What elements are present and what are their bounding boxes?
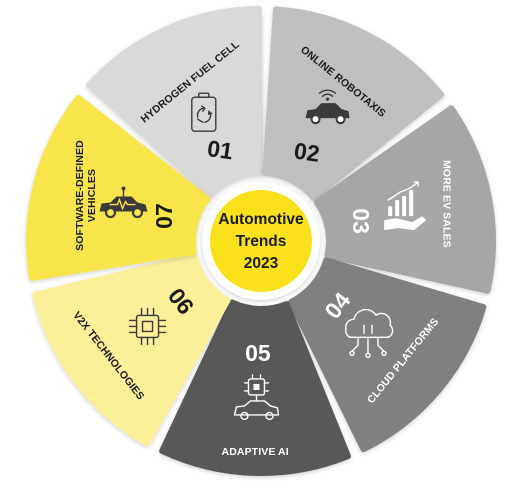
segment-label: ADAPTIVE AI — [222, 446, 289, 458]
connected-car-icon — [99, 186, 148, 219]
ai-chip-car-icon — [233, 374, 280, 421]
processor-chip-icon — [128, 307, 167, 346]
segment-shape — [86, 6, 264, 199]
center-circle — [210, 190, 312, 292]
trend-segment-05: ADAPTIVE AI 05 — [159, 299, 351, 476]
segment-number: 01 — [206, 135, 235, 164]
trend-segment-03: MORE EV SALES 03 — [313, 105, 496, 294]
sales-growth-icon — [384, 181, 427, 231]
segment-number: 07 — [151, 203, 177, 229]
robotaxi-car-icon — [305, 89, 350, 125]
segment-label: MORE EV SALES — [440, 160, 452, 248]
segment-shape — [262, 6, 445, 202]
segment-label: SOFTWARE-DEFINEDVEHICLES — [74, 140, 98, 251]
segment-number: 03 — [348, 208, 374, 234]
segment-number: 02 — [292, 137, 321, 166]
battery-recycle-icon — [191, 92, 217, 132]
trend-segment-07: SOFTWARE-DEFINEDVEHICLES 07 — [26, 94, 211, 281]
segment-shape — [288, 257, 487, 453]
center-title-line-3: 2023 — [244, 255, 279, 272]
center-title-line-1: Automotive — [218, 211, 304, 228]
center-title-line-2: Trends — [236, 233, 287, 250]
segment-shape — [26, 94, 211, 281]
cloud-circuit-icon — [345, 308, 394, 359]
segment-number: 05 — [245, 340, 271, 366]
center-hub: Automotive Trends 2023 — [202, 182, 320, 300]
segment-shape — [32, 253, 231, 447]
